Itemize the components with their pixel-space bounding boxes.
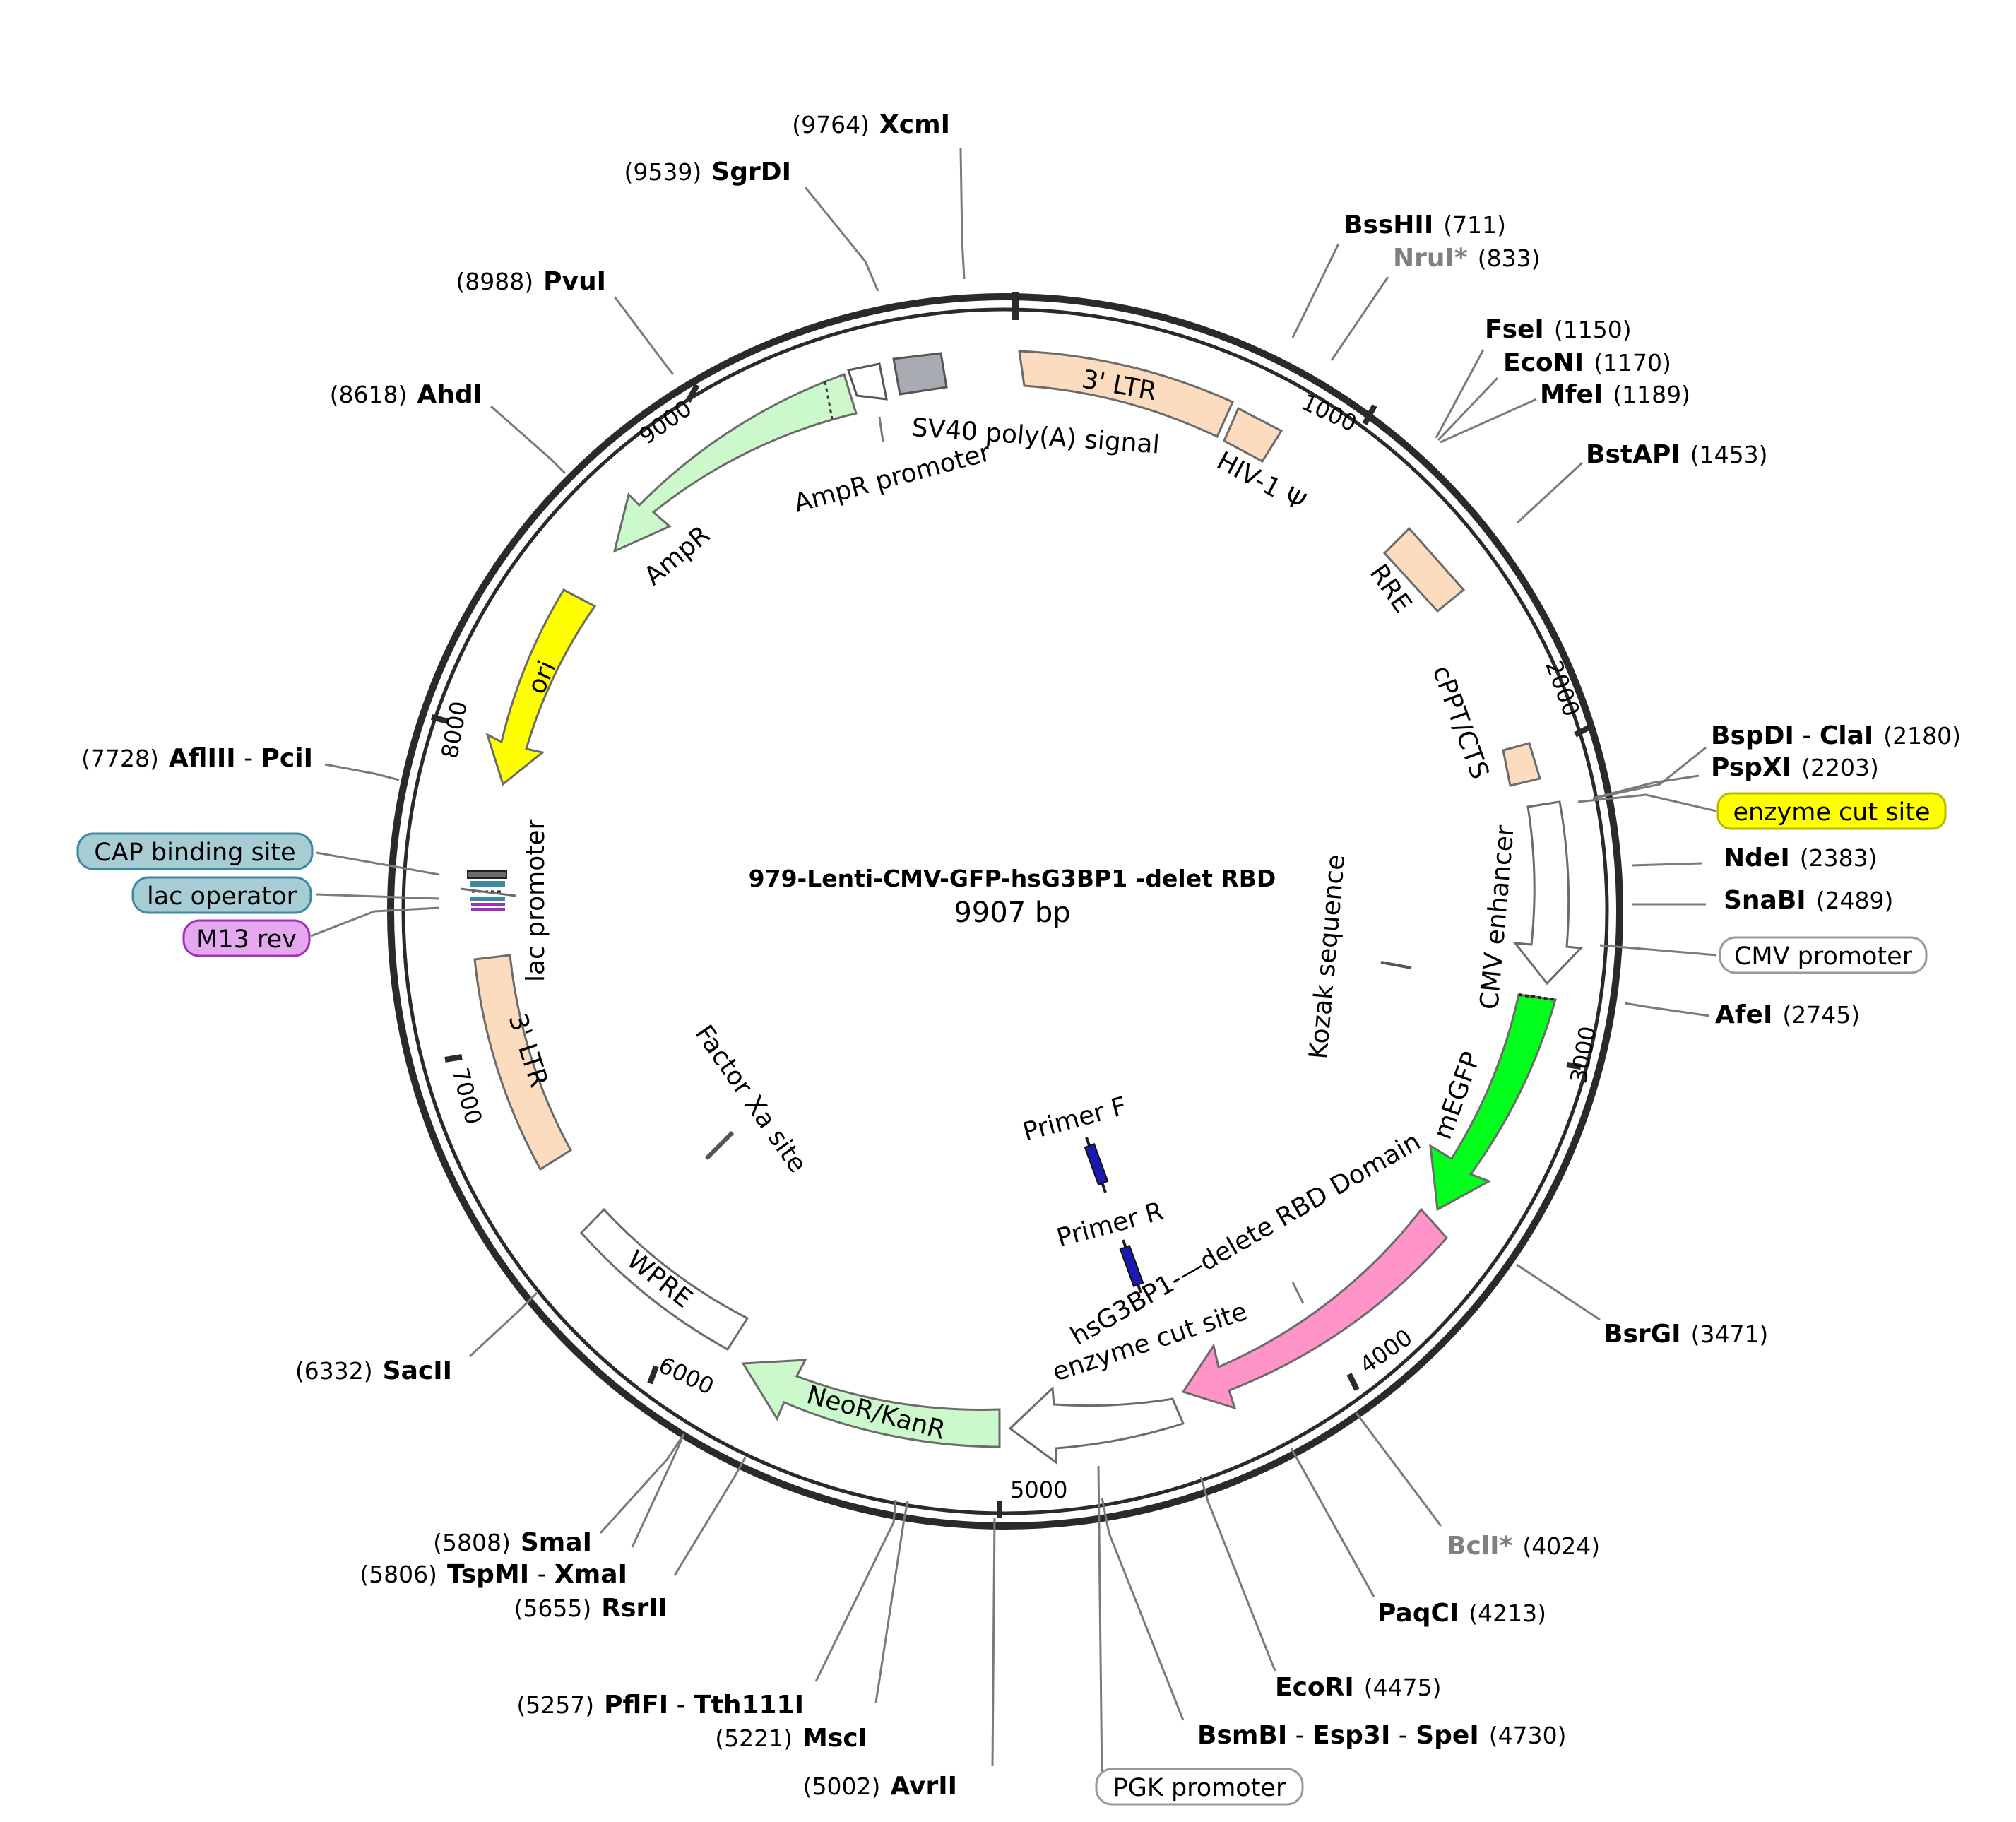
pill-pgk-promoter: PGK promoter	[1095, 1768, 1304, 1806]
feature-cmv-enhancer	[1512, 800, 1584, 986]
tick-label-6000: 6000	[655, 1351, 718, 1400]
site-label-bstapi: BstAPI(1453)	[1586, 440, 1767, 469]
ampr-promoter-tick	[878, 416, 884, 442]
site-label-nrui: NruI*(833)	[1393, 244, 1540, 273]
site-label-bsrgi: BsrGI(3471)	[1603, 1320, 1768, 1349]
tick-label-1000: 1000	[1298, 389, 1361, 437]
hsg3bp1-tick	[1291, 1282, 1305, 1304]
site-label-sacii: (6332)SacII	[295, 1356, 452, 1385]
site-label-paqci: PaqCI(4213)	[1377, 1599, 1546, 1628]
pill-cmv-promoter: CMV promoter	[1719, 936, 1928, 974]
tick-label-8000: 8000	[436, 699, 473, 761]
feature-ampr-promoter-label: AmpR promoter	[791, 438, 994, 519]
feature-hiv-psi	[1223, 406, 1283, 463]
feature-cmv-enhancer-label: CMV enhancer	[1475, 824, 1520, 1010]
plasmid-length: 9907 bp	[954, 897, 1070, 929]
feature-neor	[741, 1359, 1001, 1448]
site-label-pspxi: PspXI(2203)	[1711, 753, 1879, 782]
site-label-bspdi-clai: BspDI - ClaI(2180)	[1711, 721, 1961, 750]
site-label-econi: EcoNI(1170)	[1503, 348, 1671, 377]
pill-leader-lines	[310, 793, 1717, 1781]
primer-r	[1119, 1239, 1144, 1294]
feature-lac-promoter-label: lac promoter	[521, 819, 550, 982]
site-label-pvui: (8988)PvuI	[456, 267, 606, 296]
site-labels: (9764)XcmI (9539)SgrDI (8988)PvuI (8618)…	[81, 110, 1961, 1801]
tick-label-4000: 4000	[1355, 1324, 1418, 1379]
pill-pgk-promoter-text: PGK promoter	[1113, 1774, 1286, 1802]
site-label-ndei: NdeI(2383)	[1724, 844, 1877, 872]
pill-enzyme-cut-site-text: enzyme cut site	[1733, 798, 1930, 827]
feature-cppt-label: cPPT/CTS	[1427, 662, 1495, 783]
site-label-snabi: SnaBI(2489)	[1724, 886, 1893, 915]
lac-region-marks	[460, 870, 516, 911]
primer-f	[1084, 1137, 1109, 1193]
feature-wpre	[579, 1207, 749, 1351]
feature-cppt	[1502, 742, 1541, 787]
pill-cmv-promoter-text: CMV promoter	[1734, 942, 1913, 971]
tick-label-5000: 5000	[1010, 1477, 1067, 1503]
feature-ori	[485, 588, 597, 786]
feature-neor-label: NeoR/KanR	[804, 1380, 949, 1445]
pill-m13-rev: M13 rev	[182, 919, 311, 957]
feature-megfp	[1429, 993, 1557, 1212]
feature-kozak-label: Kozak sequence	[1304, 853, 1351, 1060]
site-label-bsmbi-esp3i-spei: BsmBI - Esp3I - SpeI(4730)	[1197, 1721, 1566, 1750]
site-label-msci: (5221)MscI	[715, 1724, 867, 1753]
site-label-pflfi-tth111i: (5257)PflFI - Tth111I	[516, 1691, 804, 1720]
site-label-rsrii: (5655)RsrII	[514, 1594, 668, 1623]
feature-3-ltr-left	[473, 954, 572, 1171]
site-label-afei: AfeI(2745)	[1715, 1000, 1860, 1029]
feature-kozak	[1380, 961, 1412, 969]
primer-f-label: Primer F	[1020, 1092, 1130, 1147]
feature-ampr	[612, 373, 858, 553]
site-label-avrii: (5002)AvrII	[803, 1772, 957, 1801]
pill-enzyme-cut-site: enzyme cut site	[1716, 792, 1947, 830]
pill-lac-operator-text: lac operator	[147, 882, 297, 911]
site-label-ahdi: (8618)AhdI	[330, 380, 482, 409]
site-label-sgrdi: (9539)SgrDI	[624, 158, 791, 187]
feature-ampr-promoter	[847, 362, 888, 401]
site-leader-lines	[324, 148, 1710, 1767]
feature-rre	[1382, 526, 1466, 613]
site-label-smai: (5808)SmaI	[433, 1528, 592, 1557]
site-label-afliii-pcii: (7728)AflIII - PciI	[81, 744, 313, 773]
feature-hsg3bp1	[1181, 1207, 1449, 1410]
site-label-xcmi: (9764)XcmI	[792, 110, 950, 139]
site-label-fsei: FseI(1150)	[1485, 315, 1632, 344]
pill-lac-operator: lac operator	[131, 876, 312, 914]
site-label-mfei: MfeI(1189)	[1540, 380, 1690, 409]
pill-m13-text: M13 rev	[196, 925, 297, 954]
plasmid-title: 979-Lenti-CMV-GFP-hsG3BP1 -delet RBD	[749, 865, 1276, 892]
pill-cap-text: CAP binding site	[94, 839, 295, 867]
site-label-bcli: BclI*(4024)	[1447, 1532, 1600, 1561]
tick-marks	[430, 384, 1590, 1518]
primer-r-label: Primer R	[1054, 1197, 1167, 1253]
feature-sv40-box	[892, 352, 948, 396]
site-label-tspmi-xmai: (5806)TspMI - XmaI	[360, 1560, 627, 1589]
ampr-dotted-boundary	[824, 381, 834, 420]
feature-enzyme-cut-site	[1008, 1385, 1185, 1465]
site-label-ecori: EcoRI(4475)	[1275, 1673, 1442, 1702]
site-label-bsshii: BssHII(711)	[1344, 211, 1506, 239]
pill-cap-binding-site: CAP binding site	[76, 832, 314, 870]
tick-label-7000: 7000	[446, 1065, 487, 1127]
feature-3-ltr-top	[1018, 350, 1234, 439]
feature-factor-xa	[704, 1130, 735, 1161]
